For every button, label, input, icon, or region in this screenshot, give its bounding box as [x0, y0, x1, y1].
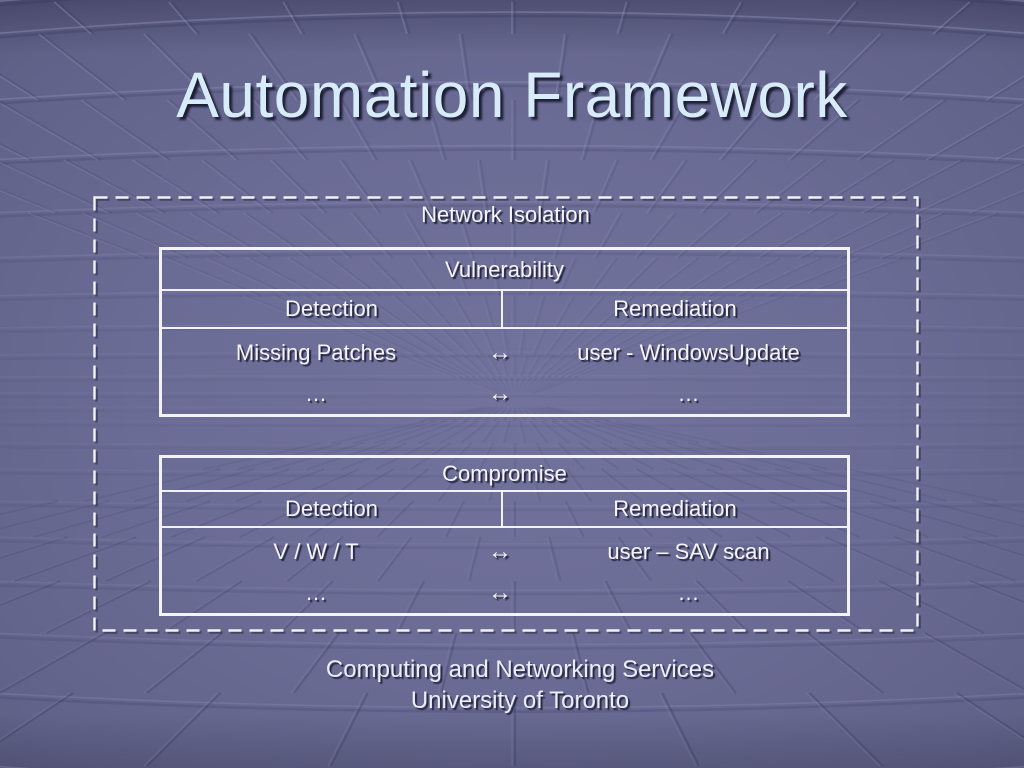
remediation-cell: …: [677, 579, 700, 605]
table-body: V / W / T ↔ user – SAV scan … ↔ …: [162, 528, 847, 613]
bidirectional-arrow: ↔: [488, 578, 512, 606]
detection-cell: …: [305, 579, 327, 605]
compromise-table: Compromise Detection Remediation V / W /…: [159, 455, 850, 616]
detection-cell: Missing Patches: [235, 339, 397, 365]
detection-cell: …: [305, 380, 327, 406]
column-header-detection: Detection: [162, 491, 503, 526]
detection-cell: V / W / T: [273, 538, 359, 564]
table-row: Missing Patches ↔ user - WindowsUpdate: [162, 332, 847, 373]
table-header-row: Detection Remediation: [162, 491, 847, 528]
network-isolation-label: Network Isolation: [421, 202, 590, 227]
bidirectional-arrow: ↔: [488, 379, 512, 407]
remediation-cell: user – SAV scan: [607, 538, 770, 564]
table-row: … ↔ …: [162, 572, 847, 613]
table-body: Missing Patches ↔ user - WindowsUpdate ……: [162, 329, 847, 414]
footer: Computing and Networking Services Univer…: [16, 654, 1024, 716]
column-header-detection: Detection: [162, 291, 503, 327]
column-header-remediation: Remediation: [613, 495, 737, 521]
footer-university-line: University of Toronto: [410, 687, 630, 714]
remediation-cell: user - WindowsUpdate: [577, 339, 800, 365]
table-row: V / W / T ↔ user – SAV scan: [162, 531, 847, 572]
remediation-cell: …: [677, 380, 700, 406]
vulnerability-table: Vulnerability Detection Remediation Miss…: [159, 247, 850, 417]
footer-services-line: Computing and Networking Services: [325, 656, 715, 683]
table-row: … ↔ …: [162, 373, 847, 414]
table-title: Vulnerability: [162, 250, 847, 291]
slide-title: Automation Framework: [176, 59, 848, 131]
bidirectional-arrow: ↔: [488, 338, 512, 366]
bidirectional-arrow: ↔: [488, 537, 512, 565]
column-header-remediation: Remediation: [613, 296, 737, 321]
table-title: Compromise: [162, 458, 847, 492]
table-header-row: Detection Remediation: [162, 291, 847, 329]
